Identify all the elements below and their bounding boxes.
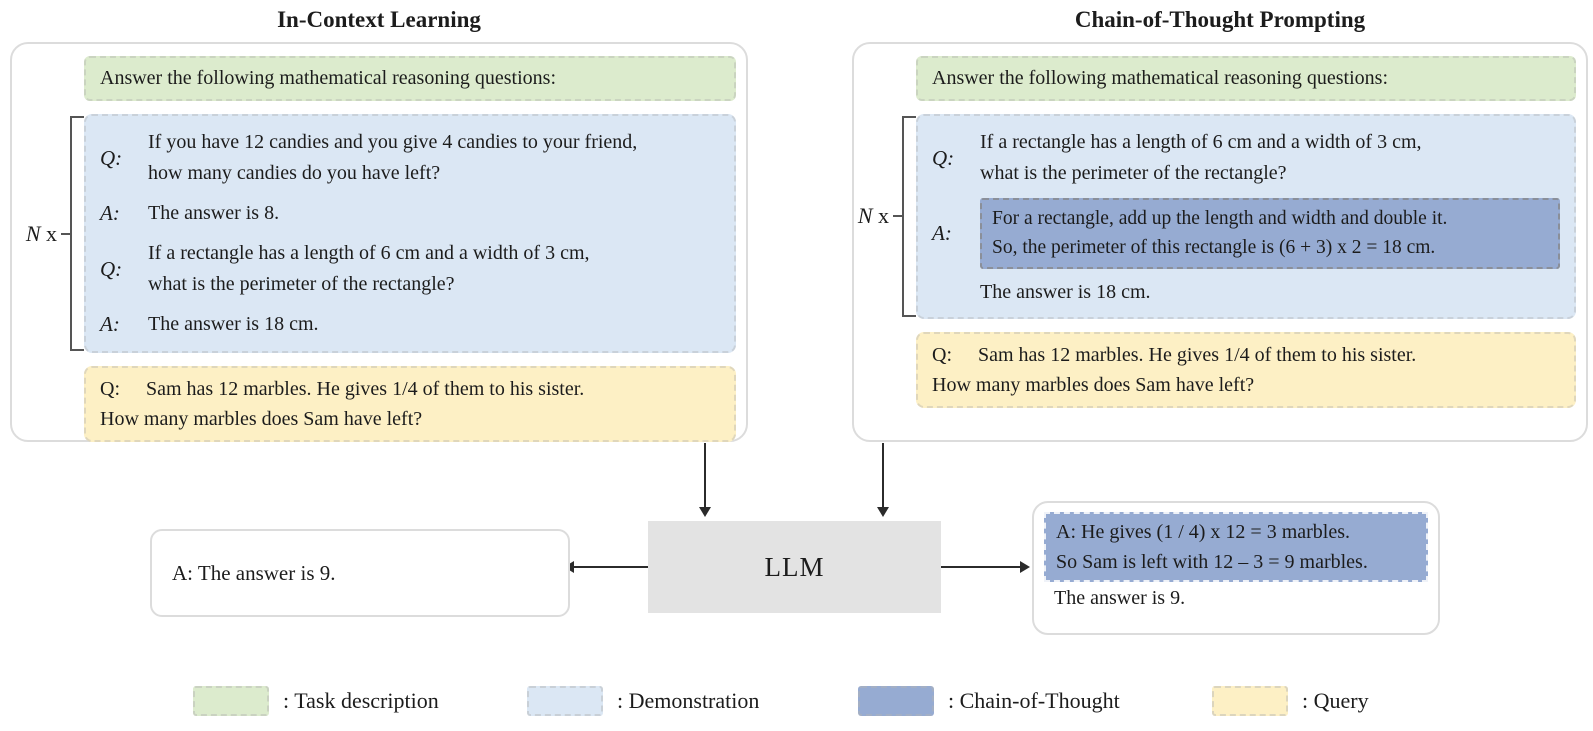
arrow-right-panel-to-llm-line [882,443,884,507]
legend-label: : Demonstration [617,688,760,713]
legend-label: : Task description [283,688,439,713]
q-text-line: If a rectangle has a length of 6 cm and … [980,131,1422,153]
arrow-right-panel-to-llm-head [877,507,889,517]
a-label: A: [100,201,120,225]
qa-row: Q: If a rectangle has a length of 6 cm a… [100,238,720,300]
q-text-line: how many candies do you have left? [148,162,441,184]
a-text: The answer is 8. [148,198,720,229]
arrow-left-panel-to-llm-head [699,507,711,517]
bracket-connector [893,215,902,218]
left-square-bracket [902,116,916,317]
n-symbol: N [25,220,41,246]
demonstration-swatch [527,686,603,716]
arrow-llm-to-cot-answer-line [941,566,1020,568]
query-text: Sam has 12 marbles. He gives 1/4 of them… [978,343,1417,366]
n-times-label: N x [26,221,61,247]
n-times-label: N x [858,203,893,229]
demonstration-closing-line: The answer is 18 cm. [980,280,1151,303]
x-symbol: x [878,203,889,229]
demonstration-box: Q: If you have 12 candies and you give 4… [84,114,736,353]
q-text: If a rectangle has a length of 6 cm and … [980,127,1560,189]
right-panel-title: Chain-of-Thought Prompting [1074,7,1366,32]
q-label: Q: [932,145,955,170]
qa-row: Q: If you have 12 candies and you give 4… [100,127,720,189]
cot-line: For a rectangle, add up the length and w… [992,208,1448,229]
chain-of-thought-box: For a rectangle, add up the length and w… [980,198,1560,269]
llm-label: LLM [764,551,825,582]
qa-row: Q: If a rectangle has a length of 6 cm a… [932,127,1560,189]
repeat-multiplier-gutter: N x [854,114,916,319]
qa-row: A: The answer is 8. [100,198,720,229]
a-text-line: The answer is 8. [148,202,280,224]
repeat-multiplier-gutter: N x [12,114,84,353]
query-text: Sam has 12 marbles. He gives 1/4 of them… [146,378,585,400]
qa-row-with-cot: A: For a rectangle, add up the length an… [932,198,1560,269]
icl-answer-box: A: The answer is 9. [150,529,570,617]
left-panel-title: In-Context Learning [277,7,481,32]
chain-of-thought-swatch [858,686,934,716]
q-label: Q: [100,256,123,281]
arrow-llm-to-icl-answer-line [574,566,648,568]
query-box: Q: Sam has 12 marbles. He gives 1/4 of th… [916,331,1576,408]
q-text-line: what is the perimeter of the rectangle? [148,273,455,295]
legend-item-query: : Query [1212,686,1369,716]
task-description-box: Answer the following mathematical reason… [916,56,1576,101]
cot-answer-box: A: He gives (1 / 4) x 12 = 3 marbles. So… [1032,501,1440,635]
n-symbol: N [857,203,873,229]
q-text: If you have 12 candies and you give 4 ca… [148,127,720,189]
query-line: Q: Sam has 12 marbles. He gives 1/4 of th… [100,374,720,404]
in-context-learning-panel: Answer the following mathematical reason… [10,42,748,442]
q-text: If a rectangle has a length of 6 cm and … [148,238,720,300]
task-description-text: Answer the following mathematical reason… [100,67,557,89]
legend-item-demonstration: : Demonstration [527,686,759,716]
legend-label: : Chain-of-Thought [948,688,1120,713]
icl-answer-text: A: The answer is 9. [172,560,336,585]
legend-label: : Query [1302,688,1369,713]
qa-row: A: The answer is 18 cm. [100,309,720,340]
cot-answer-closing: The answer is 9. [1054,587,1186,609]
cot-answer-line: So Sam is left with 12 – 3 = 9 marbles. [1056,551,1368,573]
q-text-line: If you have 12 candies and you give 4 ca… [148,131,638,153]
task-description-text: Answer the following mathematical reason… [932,67,1389,89]
q-label: Q: [932,343,952,366]
cot-answer-highlight: A: He gives (1 / 4) x 12 = 3 marbles. So… [1044,512,1428,582]
q-label: Q: [100,378,120,400]
q-text-line: what is the perimeter of the rectangle? [980,162,1287,184]
a-label: A: [100,312,120,336]
query-box: Q: Sam has 12 marbles. He gives 1/4 of th… [84,366,736,442]
query-line: How many marbles does Sam have left? [100,408,423,430]
query-swatch [1212,686,1288,716]
a-text-line: The answer is 18 cm. [148,313,319,335]
query-line: Q: Sam has 12 marbles. He gives 1/4 of th… [932,340,1560,370]
demonstration-box: Q: If a rectangle has a length of 6 cm a… [916,114,1576,319]
left-square-bracket [70,116,84,351]
legend-item-task-description: : Task description [193,686,439,716]
chain-of-thought-panel: Answer the following mathematical reason… [852,42,1588,442]
cot-answer-line: A: He gives (1 / 4) x 12 = 3 marbles. [1056,521,1351,543]
cot-line: So, the perimeter of this rectangle is (… [992,237,1436,259]
task-description-swatch [193,686,269,716]
q-text-line: If a rectangle has a length of 6 cm and … [148,242,590,264]
arrow-llm-to-cot-answer-head [1020,561,1030,573]
a-text: The answer is 18 cm. [148,309,720,340]
llm-box: LLM [648,521,941,613]
x-symbol: x [46,220,57,246]
task-description-box: Answer the following mathematical reason… [84,56,736,101]
demonstration-row: N x Q: If a rectangle has a length of 6 … [854,114,1576,319]
legend-item-chain-of-thought: : Chain-of-Thought [858,686,1120,716]
query-line: How many marbles does Sam have left? [932,373,1255,396]
a-label: A: [932,220,952,245]
q-label: Q: [100,145,123,170]
demonstration-row: N x Q: If you have 12 candies and you gi… [12,114,736,353]
bracket-connector [61,232,70,235]
arrow-left-panel-to-llm-line [704,443,706,507]
